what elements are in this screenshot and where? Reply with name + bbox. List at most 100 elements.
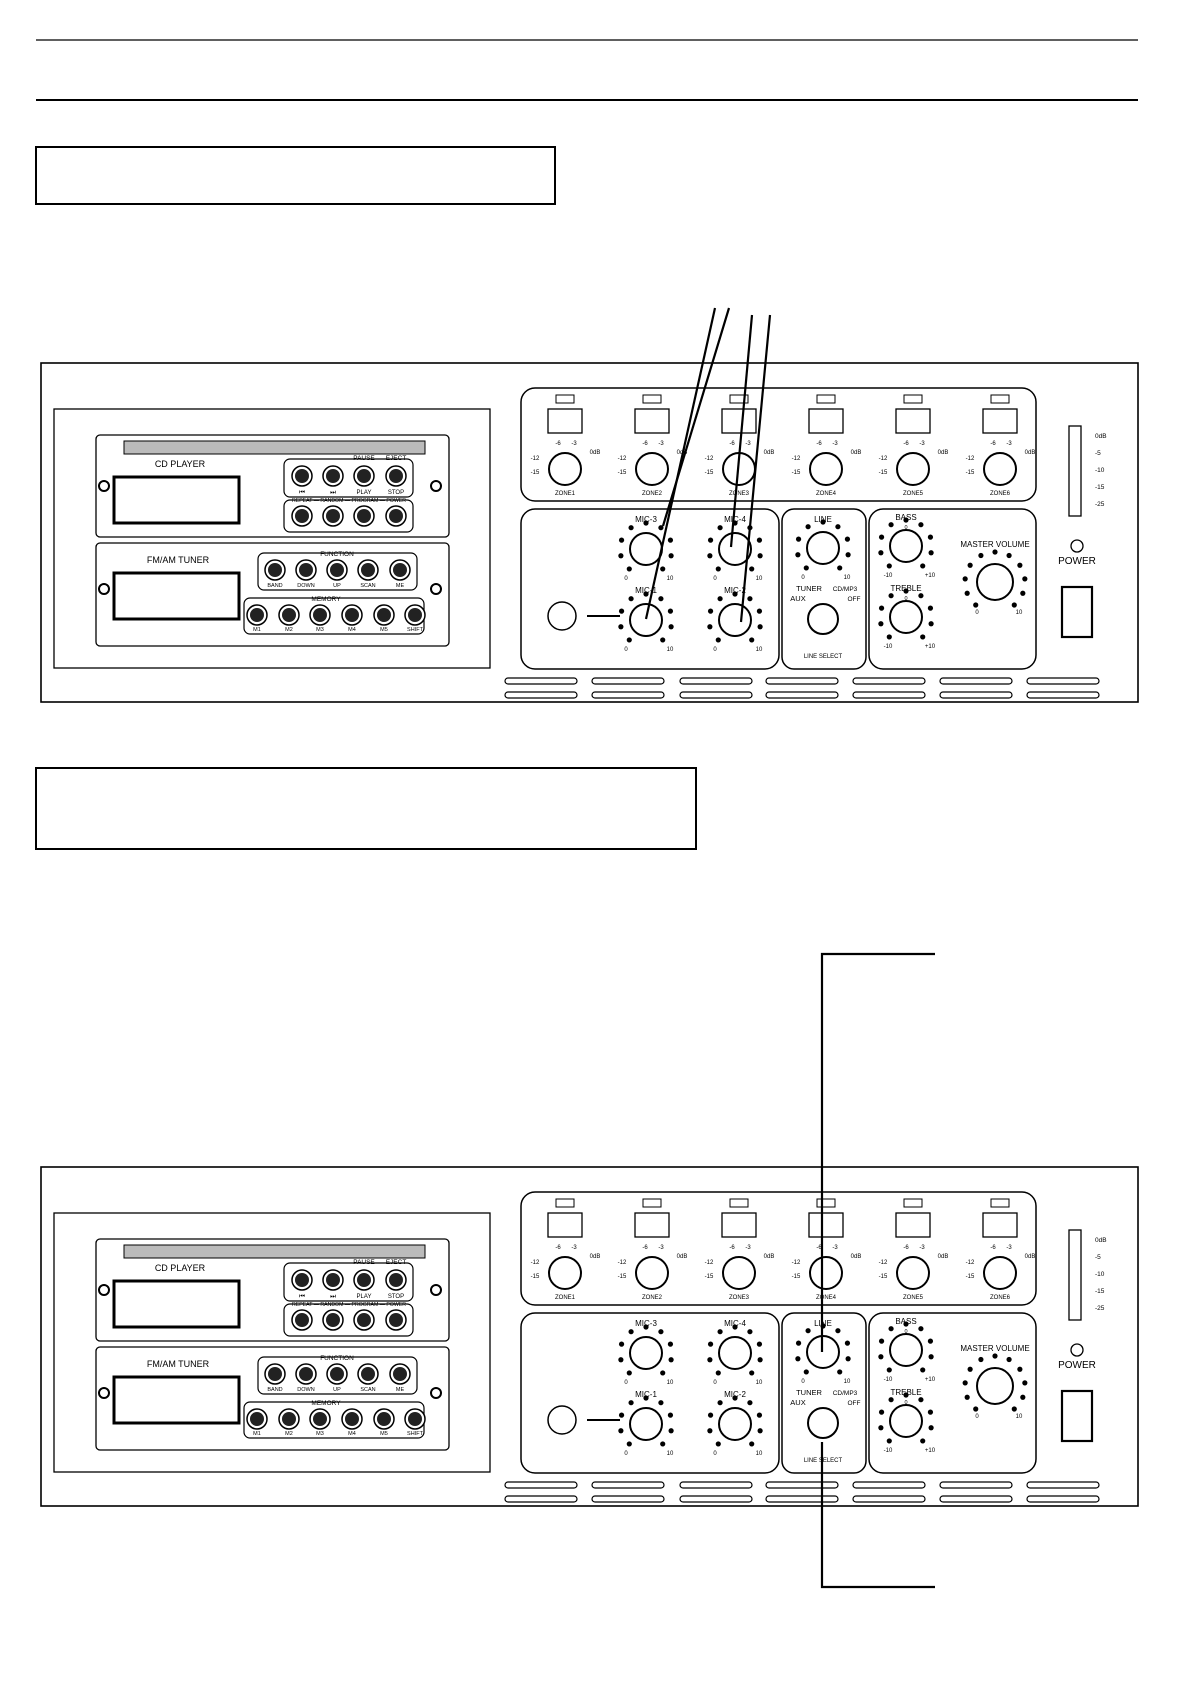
zone-scale-label: -12 [966, 456, 975, 462]
mic-knob-dot [660, 1441, 666, 1447]
zone-scale-label: 0dB [851, 450, 862, 456]
zone-indicator-3 [729, 394, 749, 404]
cd-eject-label: EJECT [386, 1259, 407, 1266]
treble-max-label: +10 [925, 1448, 936, 1454]
tuner-memory-button-5-center [377, 608, 391, 622]
zone-knob-6 [983, 1256, 1017, 1290]
vent-slot [1026, 1495, 1100, 1503]
mic-label-4: MIC-2 [724, 586, 746, 595]
master-volume-dot [1020, 1394, 1026, 1400]
mic-max-label: 10 [667, 647, 674, 653]
master-max-label: 10 [1016, 1414, 1023, 1420]
tuner-function-button-5-center [393, 563, 407, 577]
zone-label-1: ZONE1 [555, 491, 576, 497]
master-volume-dot [1020, 590, 1026, 596]
zone-switch-6 [982, 408, 1018, 434]
cd-transport-button-2-center [326, 469, 340, 483]
zone-indicator-1 [555, 394, 575, 404]
bass-dot [878, 550, 884, 556]
cd-play-label: PLAY [357, 490, 372, 496]
vent-slot [1026, 691, 1100, 699]
tuner-function-button-4-center [361, 1367, 375, 1381]
zone-scale-label: -6 [642, 441, 648, 447]
mic-knob-dot [668, 624, 674, 630]
tuner-memory-button-2-center [282, 608, 296, 622]
zone-scale-label: -3 [832, 1245, 838, 1251]
vent-slot [591, 677, 665, 685]
bass-mid-label: 0 [904, 1329, 907, 1335]
zone-indicator-6 [990, 1198, 1010, 1208]
mic-knob-dot [628, 1400, 634, 1406]
treble-max-label: +10 [925, 644, 936, 650]
bass-label: BASS [895, 513, 916, 522]
zone-scale-label: 0dB [764, 450, 775, 456]
line-select-aux: AUX [790, 594, 805, 603]
mic-knob-dot [756, 1412, 763, 1418]
line-select-aux: AUX [790, 1398, 805, 1407]
tuner-memory-button-3-center [313, 1412, 327, 1426]
bass-dot [927, 1338, 934, 1344]
master-volume-dot [964, 1394, 970, 1400]
master-volume-dot [978, 552, 984, 559]
zone-indicator-6 [990, 394, 1010, 404]
bass-knob [889, 529, 923, 563]
master-volume-dot [1017, 562, 1023, 568]
treble-dot [903, 588, 909, 594]
zone-label-2: ZONE2 [642, 491, 663, 497]
tuner-screw-right [430, 583, 442, 595]
zone-knob-1 [548, 1256, 582, 1290]
cd-tray [123, 440, 426, 455]
line-min-label: 0 [801, 1379, 805, 1385]
zone-scale-label: -6 [555, 441, 561, 447]
mic-knob-dot [747, 1400, 753, 1406]
mic-knob-dot [707, 1341, 714, 1347]
zone-scale-label: 0dB [677, 1254, 688, 1260]
line-section [781, 508, 867, 670]
mic-knob-dot [618, 1412, 625, 1418]
cd-transport-button-4-center [389, 1273, 403, 1287]
master-volume-label: MASTER VOLUME [960, 540, 1029, 549]
tuner-memory-group [243, 1401, 425, 1439]
zone-scale-label: -6 [729, 1245, 735, 1251]
mic-knob-dot [658, 525, 664, 531]
panel-frame [40, 362, 1139, 703]
treble-dot [920, 634, 926, 640]
line-select-cd: CD/MP3 [833, 1390, 858, 1397]
cd-mode-button-3-center [357, 509, 371, 523]
bass-dot [903, 1321, 909, 1327]
tuner-memory-label: MEMORY [311, 596, 341, 603]
mic-knob-dot [658, 1329, 664, 1335]
source-section [53, 1212, 491, 1473]
mic-knob-dot [660, 566, 666, 572]
mic-knob-dot [628, 525, 634, 531]
vent-slot [852, 677, 926, 685]
tuner-function-button-2-center [299, 1367, 313, 1381]
tuner-memory-button-label: M3 [316, 627, 324, 633]
cd-tray [123, 1244, 426, 1259]
bass-dot [918, 1326, 924, 1332]
zone-indicator-5 [903, 394, 923, 404]
mic-knob-dot [618, 624, 624, 630]
vent-slot [679, 691, 753, 699]
mic-knob-dot [626, 566, 632, 572]
tuner-function-button-label: SCAN [360, 1387, 375, 1393]
caption-box-1 [35, 146, 556, 205]
zone-scale-label: -12 [531, 1260, 540, 1266]
vent-slot [852, 1481, 926, 1489]
mic-knob-4 [718, 603, 752, 637]
tuner-memory-button-label: M1 [253, 627, 261, 633]
mic-label-4: MIC-2 [724, 1390, 746, 1399]
treble-dot [878, 621, 884, 627]
zone-scale-label: -6 [816, 441, 822, 447]
cd-mode-button-3-center [357, 1313, 371, 1327]
mic-knob-dot [618, 1428, 624, 1434]
tuner-screw-left [98, 583, 110, 595]
line-level-dot [795, 1340, 802, 1346]
line-section [781, 1312, 867, 1474]
mic-knob-dot [618, 537, 625, 543]
zone-scale-label: -3 [745, 1245, 751, 1251]
zone-label-1: ZONE1 [555, 1295, 576, 1301]
bass-dot [920, 563, 926, 569]
mic-min-label: 0 [624, 1380, 628, 1386]
mic-knob-dot [660, 1370, 666, 1376]
